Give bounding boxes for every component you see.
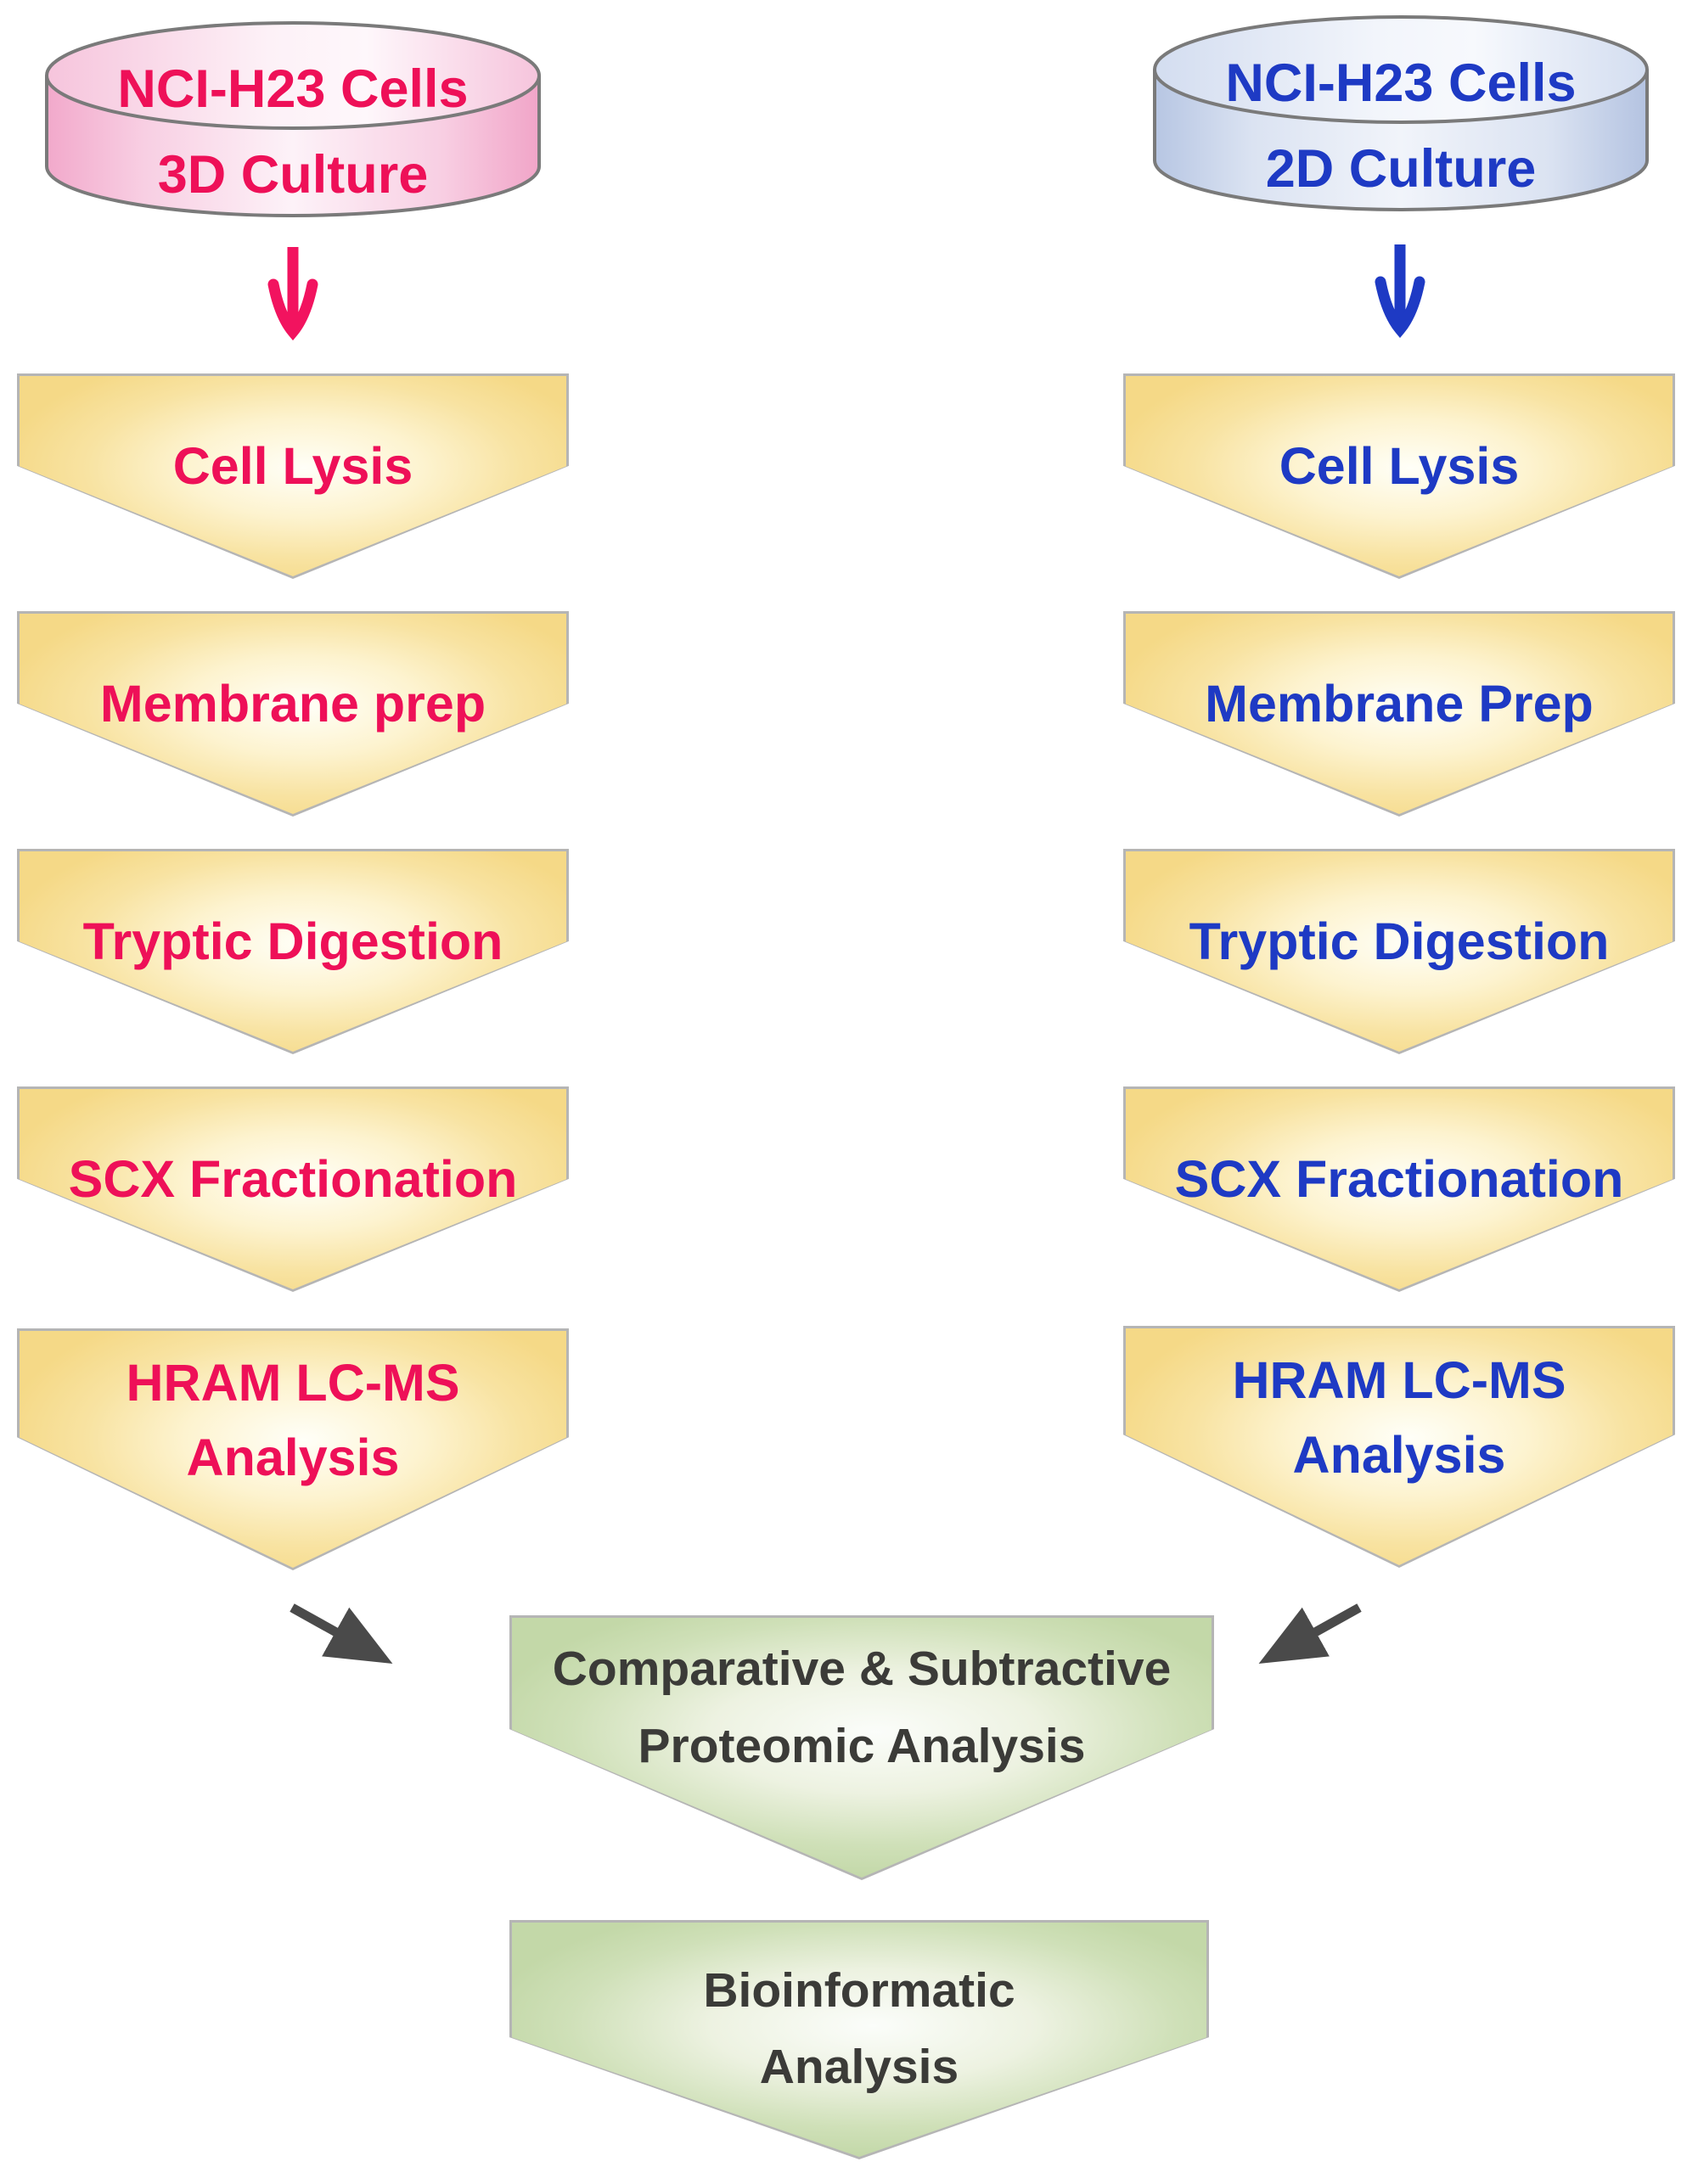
culture-dish-3d-cylinder: NCI-H23 Cells 3D Culture: [45, 21, 541, 217]
merge-arrow-left-icon: [290, 1603, 393, 1665]
flow-step-membrane-prep-2d: Membrane Prep: [1123, 611, 1675, 817]
flow-step-comparative-proteomic-analysis: Comparative & Subtractive Proteomic Anal…: [509, 1615, 1214, 1880]
cylinder-label-line1: NCI-H23 Cells: [117, 59, 468, 119]
cylinder-label-line1: NCI-H23 Cells: [1225, 53, 1576, 113]
flow-step-fill: [1126, 614, 1673, 814]
culture-dish-2d-cylinder: NCI-H23 Cells 2D Culture: [1153, 15, 1649, 211]
flow-step-fill: [20, 851, 566, 1052]
flow-step-hram-lcms-3d: HRAM LC-MS Analysis: [17, 1328, 569, 1570]
flow-step-scx-fractionation-2d: SCX Fractionation: [1123, 1086, 1675, 1292]
flow-step-bioinformatic-analysis: Bioinformatic Analysis: [509, 1920, 1209, 2159]
flow-step-fill: [20, 1089, 566, 1289]
flow-step-fill: [512, 1923, 1206, 2157]
flow-step-scx-fractionation-3d: SCX Fractionation: [17, 1086, 569, 1292]
flow-step-tryptic-digestion-2d: Tryptic Digestion: [1123, 849, 1675, 1054]
flow-step-tryptic-digestion-3d: Tryptic Digestion: [17, 849, 569, 1054]
flow-step-fill: [1126, 851, 1673, 1052]
down-arrow-pink-icon: [267, 247, 318, 341]
cylinder-top: [1153, 15, 1649, 124]
flow-step-fill: [20, 1331, 566, 1568]
flow-step-cell-lysis-3d: Cell Lysis: [17, 373, 569, 579]
flow-step-fill: [20, 376, 566, 576]
cylinder-label-line2: 2D Culture: [1266, 139, 1537, 199]
cylinder-label-line2: 3D Culture: [158, 145, 429, 205]
flow-step-membrane-prep-3d: Membrane prep: [17, 611, 569, 817]
cylinder-top: [45, 21, 541, 130]
flow-step-fill: [512, 1618, 1212, 1878]
flow-step-hram-lcms-2d: HRAM LC-MS Analysis: [1123, 1326, 1675, 1568]
flow-step-fill: [1126, 1089, 1673, 1289]
merge-arrow-right-icon: [1258, 1603, 1362, 1665]
flow-step-fill: [20, 614, 566, 814]
flow-step-fill: [1126, 376, 1673, 576]
flow-step-fill: [1126, 1328, 1673, 1565]
flow-step-cell-lysis-2d: Cell Lysis: [1123, 373, 1675, 579]
down-arrow-blue-icon: [1375, 244, 1425, 339]
